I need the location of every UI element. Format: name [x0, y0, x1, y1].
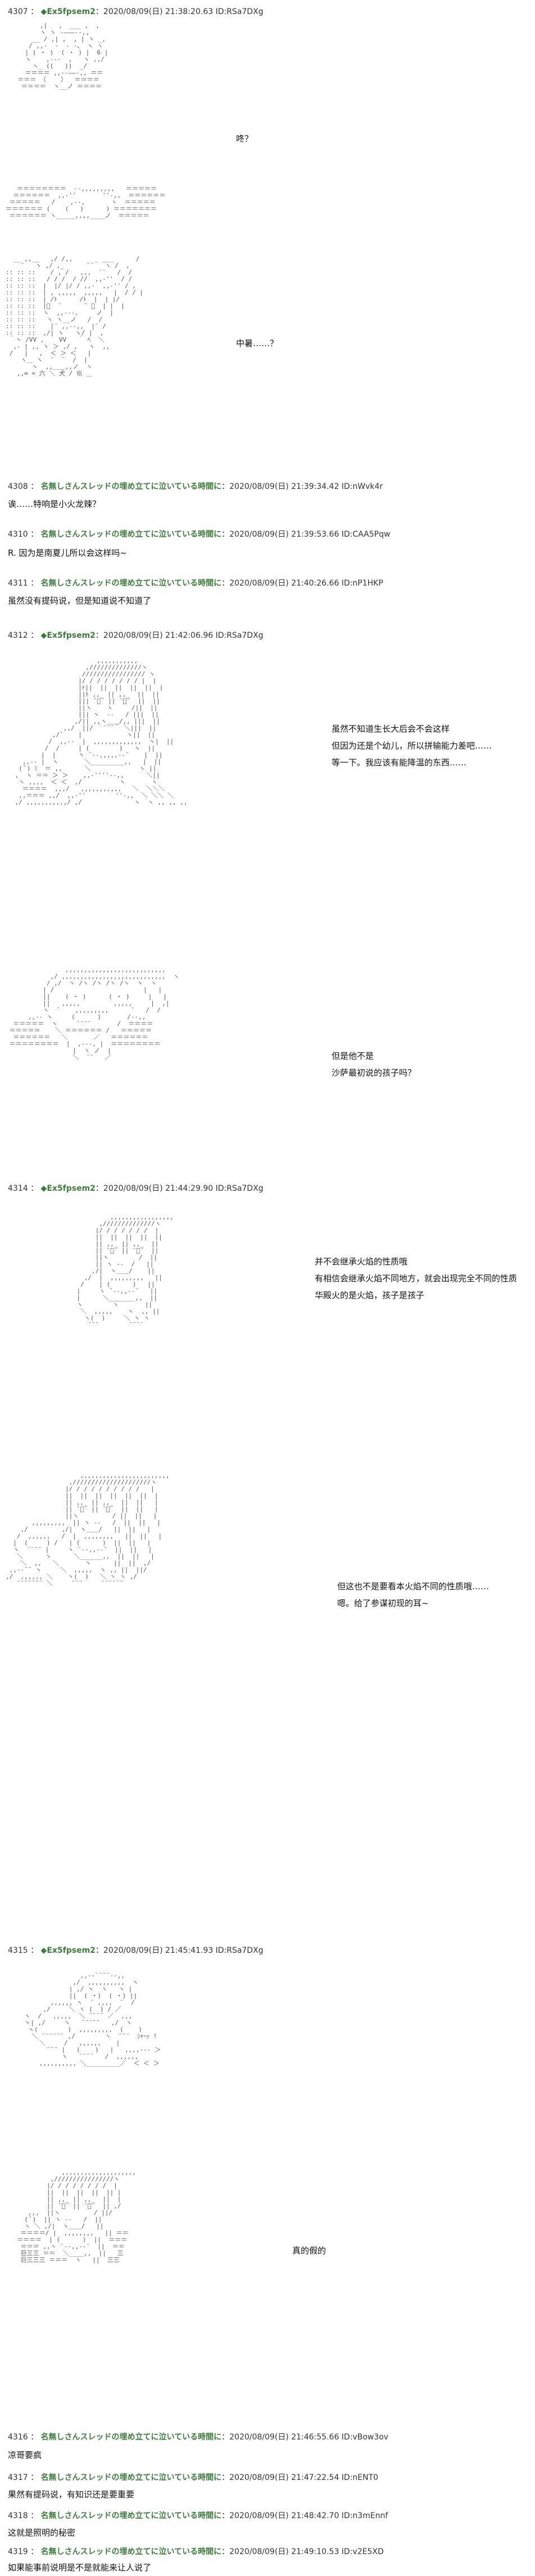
- post-meta: ：2020/08/09(日) 21:48:42.70 ID:n3mEnnf: [221, 2511, 388, 2520]
- dialog-line: 有相信会继承火焰不同地方，就会出现完全不同的性质: [315, 1273, 518, 1284]
- dialog-line: 虽然不知道生长大后会不会这样: [332, 724, 450, 734]
- dialog-line: 沙萨最初说的孩子吗？: [332, 1068, 416, 1078]
- poster-name: 名無しさんスレッドの埋め立てに泣いている時間に: [40, 2511, 222, 2520]
- ascii-art: ,,,,,,,,,,,,,,,,, ,//////////////ヽ |/ / …: [76, 1214, 174, 1328]
- poster-name: 名無しさんスレッドの埋め立てに泣いている時間に: [40, 2433, 222, 2442]
- post-body: 这就是照明的秘密: [8, 2528, 76, 2538]
- post-body: R. 因为是南夏儿所以会这样吗~: [8, 548, 127, 558]
- post-meta: ：2020/08/09(日) 21:39:34.42 ID:nWvk4r: [221, 482, 383, 491]
- post-header-4318: 4318 ： 名無しさんスレッドの埋め立てに泣いている時間に：2020/08/0…: [8, 2511, 388, 2520]
- ascii-art: ＝＝＝＝＝＝＝＝ ‐-,,,,,,,,, ＝＝＝＝＝ ＝＝＝＝＝＝ ,,-'' …: [6, 185, 166, 219]
- post-number: 4310: [8, 530, 28, 539]
- ascii-art: ,,,,,,,,,,, ,//////////////ヽ ///////////…: [15, 657, 188, 806]
- post-number: 4307: [8, 7, 28, 16]
- ascii-art: ,,,,,,,,,,,,,,,,,,,,,,,, ,//////////////…: [6, 1472, 170, 1587]
- post-body: 凉哥要疯: [8, 2450, 42, 2460]
- post-number: 4312: [8, 631, 28, 640]
- post-meta: ：2020/08/09(日) 21:38:20.63 ID:RSa7DXg: [95, 7, 264, 16]
- dialog-line: 但因为还是个幼儿，所以拼输能力差吧……: [332, 741, 492, 751]
- post-header-4307: 4307 ： ◆Ex5fpsem2：2020/08/09(日) 21:38:20…: [8, 7, 264, 16]
- post-meta: ：2020/08/09(日) 21:46:55.66 ID:vBow3ov: [221, 2433, 389, 2442]
- dialog-line: 但这也不是要看本火焰不同的性质哦……: [337, 1581, 489, 1591]
- dialog-line: 中暑……？: [236, 338, 279, 348]
- dialog-line: 但是他不是: [332, 1051, 374, 1061]
- poster-name: 名無しさんスレッドの埋め立てに泣いている時間に: [40, 2547, 222, 2556]
- poster-name: ◆Ex5fpsem2: [40, 1946, 96, 1955]
- post-header-4314: 4314 ： ◆Ex5fpsem2：2020/08/09(日) 21:44:29…: [8, 1184, 264, 1193]
- post-number: 4318: [8, 2511, 28, 2520]
- post-meta: ：2020/08/09(日) 21:45:41.93 ID:RSa7DXg: [95, 1946, 264, 1955]
- post-header-4310: 4310 ： 名無しさんスレッドの埋め立てに泣いている時間に：2020/08/0…: [8, 530, 391, 539]
- post-number: 4315: [8, 1946, 28, 1955]
- post-body: 诶……特响是小火龙辣？: [8, 499, 101, 509]
- ascii-art: ,,,,,,,,,,,,,,,,,,,,,,,,,,, ,/ ,,,,,,,,,…: [9, 967, 180, 1061]
- post-meta: ：2020/08/09(日) 21:49:10.53 ID:v2E5XD: [221, 2547, 384, 2556]
- post-header-4317: 4317 ： 名無しさんスレッドの埋め立てに泣いている時間に：2020/08/0…: [8, 2473, 379, 2482]
- post-number: 4316: [8, 2433, 28, 2442]
- ascii-art: ,,-‐¨¨¨¨‐-,, ,/ ,,,,,,,,,, ヽ | ,/ ヽ ヽ ヽ …: [24, 1972, 161, 2067]
- post-number: 4311: [8, 579, 28, 588]
- dialog-line: 等一下。我应该有能降温的东西……: [332, 758, 467, 768]
- post-meta: ：2020/08/09(日) 21:47:22.54 ID:nENT0: [221, 2473, 379, 2482]
- dialog-line: 嗯。给了参谋初现的耳~: [337, 1598, 429, 1608]
- post-header-4312: 4312 ： ◆Ex5fpsem2：2020/08/09(日) 21:42:06…: [8, 631, 264, 640]
- post-body: 如果能事前说明是不是就能来让人说了: [8, 2563, 152, 2573]
- post-number: 4308: [8, 482, 28, 491]
- post-body: 虽然没有提码说，但是知道说不知道了: [8, 596, 152, 606]
- poster-name: 名無しさんスレッドの埋め立てに泣いている時間に: [40, 579, 222, 588]
- post-header-4311: 4311 ： 名無しさんスレッドの埋め立てに泣いている時間に：2020/08/0…: [8, 579, 383, 588]
- post-meta: ：2020/08/09(日) 21:42:06.96 ID:RSa7DXg: [95, 631, 264, 640]
- poster-name: ◆Ex5fpsem2: [40, 631, 96, 640]
- poster-name: ◆Ex5fpsem2: [40, 1184, 96, 1193]
- post-number: 4319: [8, 2547, 28, 2556]
- dialog-line: 真的假的: [292, 2246, 327, 2256]
- dialog-line: 华殿火的是火焰，孩子是孩子: [315, 1290, 425, 1300]
- post-header-4315: 4315 ： ◆Ex5fpsem2：2020/08/09(日) 21:45:41…: [8, 1946, 264, 1955]
- post-header-4316: 4316 ： 名無しさんスレッドの埋め立てに泣いている時間に：2020/08/0…: [8, 2433, 389, 2442]
- ascii-art: ,,,,,,,,,,,,,,,,,,,, ,////////////////ヽ …: [17, 2169, 136, 2264]
- poster-name: 名無しさんスレッドの埋め立てに泣いている時間に: [40, 2473, 222, 2482]
- ascii-art: ,| , ___ , , ヽ ヽ -―――‐-,, __ / ,| , , | …: [17, 22, 108, 90]
- dialog-line: 咚？: [236, 134, 253, 144]
- poster-name: ◆Ex5fpsem2: [40, 7, 96, 16]
- post-number: 4314: [8, 1184, 28, 1193]
- post-number: 4317: [8, 2473, 28, 2482]
- post-meta: ：2020/08/09(日) 21:39:53.66 ID:CAA5Pqw: [221, 530, 391, 539]
- dialog-line: 并不会继承火焰的性质哦: [315, 1257, 408, 1267]
- post-header-4308: 4308 ： 名無しさんスレッドの埋め立てに泣いている時間に：2020/08/0…: [8, 482, 383, 491]
- poster-name: 名無しさんスレッドの埋め立てに泣いている時間に: [40, 482, 222, 491]
- ascii-art: __ ,,__ ,/ /,, _ ___ / ¨ ヽ ,/ ,_ ¨¨ ヽ / …: [6, 256, 144, 377]
- poster-name: 名無しさんスレッドの埋め立てに泣いている時間に: [40, 530, 222, 539]
- post-body: 果然有提码说，有知识还是要重要: [8, 2489, 135, 2500]
- post-header-4319: 4319 ： 名無しさんスレッドの埋め立てに泣いている時間に：2020/08/0…: [8, 2547, 384, 2556]
- post-meta: ：2020/08/09(日) 21:40:26.66 ID:nP1HKP: [221, 579, 383, 588]
- post-meta: ：2020/08/09(日) 21:44:29.90 ID:RSa7DXg: [95, 1184, 264, 1193]
